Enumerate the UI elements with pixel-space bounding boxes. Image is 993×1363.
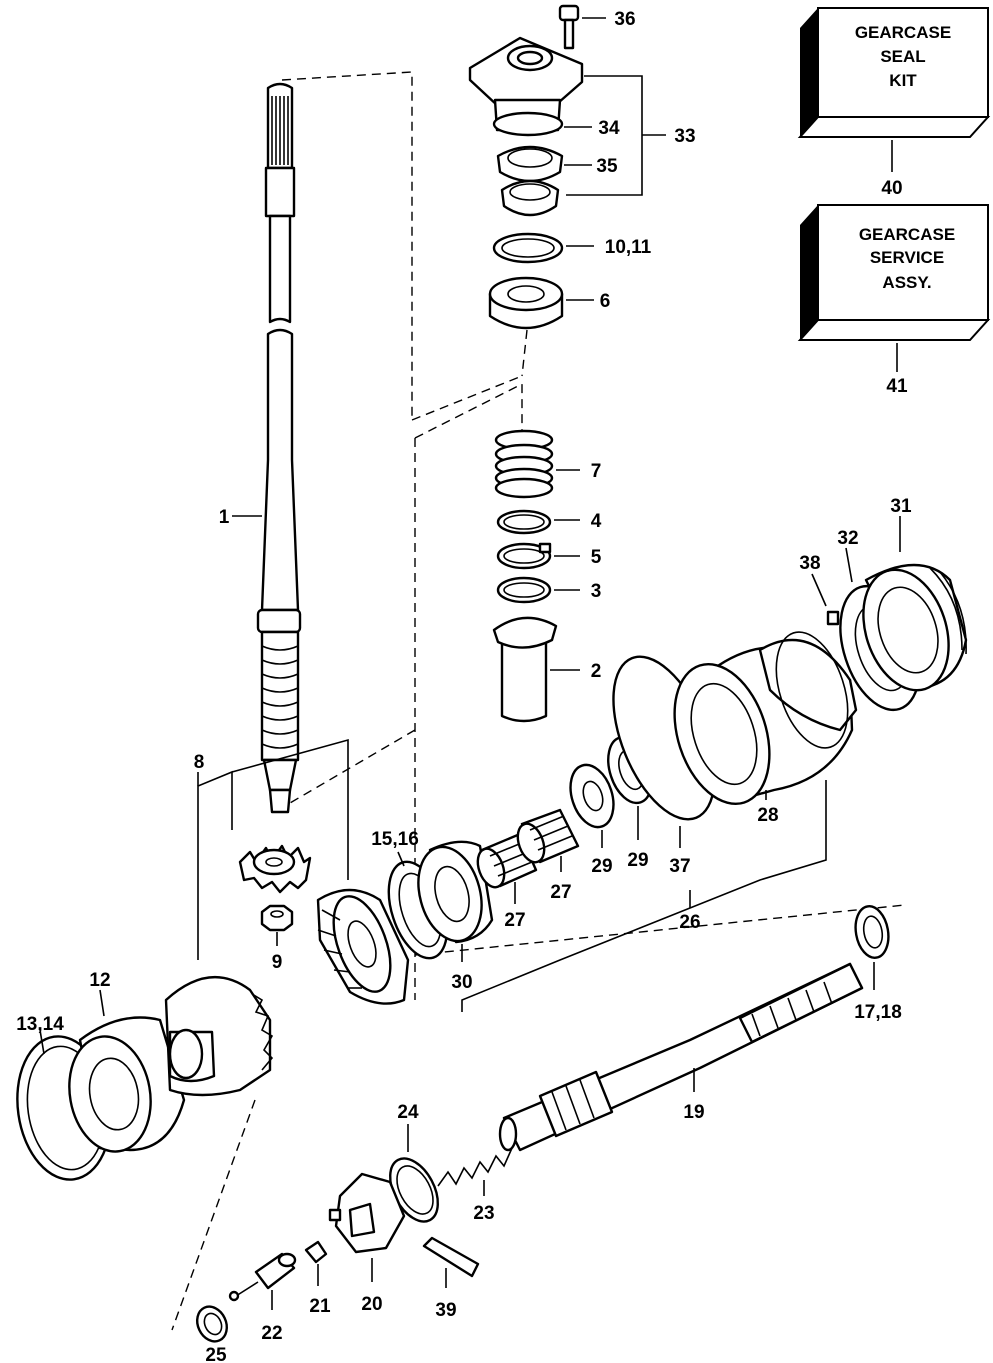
forward-gear[interactable] [164, 975, 274, 1097]
housing-o-ring[interactable] [492, 111, 564, 137]
callout-38: 38 [799, 553, 820, 574]
callout-5: 5 [591, 547, 602, 568]
retainer-bolt[interactable] [558, 4, 580, 50]
callout-26: 26 [679, 912, 700, 933]
callout-8: 8 [194, 752, 205, 773]
callout-24: 24 [397, 1102, 419, 1123]
callout-41: 41 [886, 376, 908, 397]
reverse-gear[interactable] [316, 888, 410, 1005]
ring-5[interactable] [496, 542, 552, 570]
pinion-gear[interactable] [238, 844, 312, 894]
shim-ring[interactable] [492, 232, 564, 264]
callout-23: 23 [473, 1203, 494, 1224]
detent-ball[interactable] [304, 1240, 328, 1264]
needle-bearing-b[interactable] [513, 808, 580, 866]
pinion-nut[interactable] [260, 904, 294, 932]
seal-kit-line-1: GEARCASE [855, 23, 951, 42]
callout-32: 32 [837, 528, 858, 549]
callout-22: 22 [261, 1323, 282, 1344]
shift-ring[interactable] [192, 1302, 233, 1346]
upper-seal[interactable] [496, 145, 564, 183]
callout-12: 12 [89, 970, 110, 991]
service-assy-line-1: GEARCASE [859, 225, 955, 244]
callout-31: 31 [890, 496, 912, 517]
callout-30: 30 [451, 972, 472, 993]
callout-13-14: 13,14 [16, 1014, 64, 1035]
drive-shaft[interactable] [256, 82, 302, 814]
callout-9: 9 [272, 952, 283, 973]
reverse-gear-bearing[interactable] [409, 840, 494, 948]
bearing-housing[interactable] [658, 623, 861, 816]
forward-gear-bearing[interactable] [61, 1016, 186, 1159]
clutch-dog[interactable] [328, 1172, 406, 1254]
callout-15-16: 15,16 [371, 829, 419, 850]
seal-kit-line-3: KIT [889, 71, 917, 90]
ring-3[interactable] [496, 576, 552, 604]
drive-shaft-bearing[interactable] [488, 276, 564, 330]
spring[interactable] [494, 429, 554, 499]
seal-kit-line-2: SEAL [880, 47, 925, 66]
callout-29a: 29 [591, 856, 612, 877]
washer-29a[interactable] [563, 759, 621, 832]
callout-27a: 27 [504, 910, 525, 931]
cross-pin[interactable] [422, 1236, 480, 1278]
callout-4: 4 [591, 511, 602, 532]
clutch-ring[interactable] [380, 1151, 447, 1230]
callout-10-11: 10,11 [605, 237, 652, 258]
callout-29b: 29 [627, 850, 648, 871]
lower-seal[interactable] [500, 179, 560, 217]
callout-33: 33 [674, 126, 695, 147]
detent-spring[interactable] [437, 1147, 513, 1187]
callout-19: 19 [683, 1102, 704, 1123]
bearing-carrier-cap[interactable] [849, 559, 968, 702]
service-assy-line-3: ASSY. [882, 273, 931, 292]
callout-7: 7 [591, 461, 602, 482]
callout-34: 34 [598, 118, 620, 139]
sleeve[interactable] [492, 616, 558, 723]
callout-2: 2 [591, 661, 602, 682]
callout-37: 37 [669, 856, 690, 877]
seal-kit-box[interactable]: GEARCASE SEAL KIT [797, 7, 991, 138]
prop-shaft-washer[interactable] [852, 904, 893, 961]
callout-27b: 27 [550, 882, 571, 903]
propeller-shaft[interactable] [498, 962, 864, 1152]
callout-28: 28 [757, 805, 778, 826]
ring-4[interactable] [496, 509, 552, 535]
service-assy-box[interactable]: GEARCASE SERVICE ASSY. [797, 204, 991, 341]
callout-6: 6 [600, 291, 611, 312]
callout-21: 21 [309, 1296, 331, 1317]
callout-40: 40 [881, 178, 902, 199]
callout-36: 36 [614, 9, 635, 30]
shift-plunger[interactable] [228, 1252, 297, 1302]
callout-25: 25 [205, 1345, 227, 1363]
service-assy-line-2: SERVICE [870, 248, 944, 267]
callout-3: 3 [591, 581, 602, 602]
callout-35: 35 [596, 156, 618, 177]
callout-20: 20 [361, 1294, 382, 1315]
callout-17-18: 17,18 [854, 1002, 902, 1023]
callout-39: 39 [435, 1300, 456, 1321]
callout-1: 1 [219, 507, 230, 528]
